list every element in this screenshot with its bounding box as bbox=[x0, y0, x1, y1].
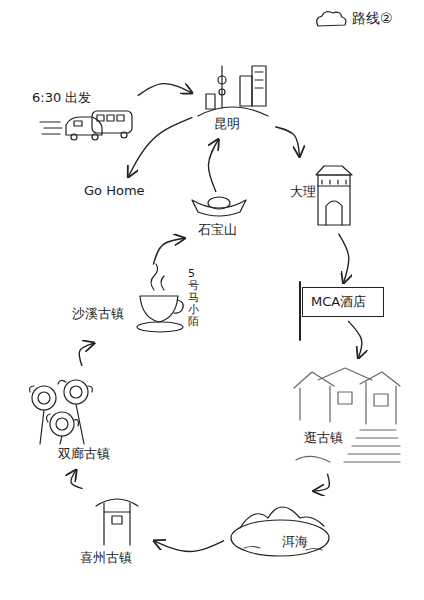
stop-label: 逛古镇 bbox=[304, 430, 343, 446]
route-arrow bbox=[71, 470, 83, 489]
stop-label: 6:30 出发 bbox=[32, 90, 91, 106]
route-arrow bbox=[154, 541, 224, 552]
archway bbox=[96, 499, 138, 545]
route-arrow bbox=[348, 321, 362, 358]
shop-note: 5号马小陌 bbox=[188, 268, 199, 328]
stop-label: Go Home bbox=[84, 183, 145, 199]
route-arrow bbox=[153, 238, 184, 264]
city-skyline bbox=[198, 66, 268, 116]
route-arrow bbox=[314, 474, 330, 491]
start-stop: 6:30 出发 bbox=[30, 88, 134, 144]
route-title: 路线② bbox=[352, 10, 393, 28]
car-icons bbox=[40, 111, 132, 140]
stop-label: 洱海 bbox=[282, 534, 308, 550]
coffee-cup bbox=[137, 264, 183, 332]
city-stop: 昆明 bbox=[196, 60, 272, 136]
sunflowers bbox=[30, 380, 93, 444]
route-arrow bbox=[208, 139, 218, 192]
cloud-icon bbox=[317, 12, 346, 26]
stop-label: 喜州古镇 bbox=[80, 550, 132, 566]
lake-island bbox=[231, 507, 329, 556]
route-arrow bbox=[275, 127, 299, 157]
town-stop: 沙溪古镇 bbox=[70, 268, 184, 340]
end-stop: Go Home bbox=[80, 180, 154, 203]
flag-pole bbox=[299, 282, 301, 340]
town-stop: 逛古镇 bbox=[290, 362, 402, 470]
town-stop: 双廊古镇 bbox=[22, 370, 118, 466]
stop-label: MCA酒店 bbox=[311, 294, 366, 310]
route-arrow bbox=[128, 117, 192, 177]
mountain-stop: 石宝山 bbox=[188, 196, 250, 242]
lake-stop: 洱海 bbox=[228, 494, 330, 558]
gold-ingot bbox=[192, 197, 246, 216]
city-stop: 大理 bbox=[288, 160, 352, 230]
old-town-sketch bbox=[294, 368, 400, 462]
stop-label: 昆明 bbox=[214, 116, 240, 132]
town-stop: 喜州古镇 bbox=[76, 492, 150, 576]
route-arrow bbox=[138, 84, 192, 96]
stop-label: 石宝山 bbox=[198, 222, 237, 238]
hotel-flag: MCA酒店 bbox=[302, 287, 384, 317]
stop-label: 双廊古镇 bbox=[58, 446, 110, 462]
stop-label: 大理 bbox=[290, 184, 316, 200]
stop-label: 沙溪古镇 bbox=[72, 306, 124, 322]
route-arrow bbox=[339, 234, 349, 283]
city-gate bbox=[316, 166, 352, 225]
route-arrow bbox=[79, 343, 94, 366]
